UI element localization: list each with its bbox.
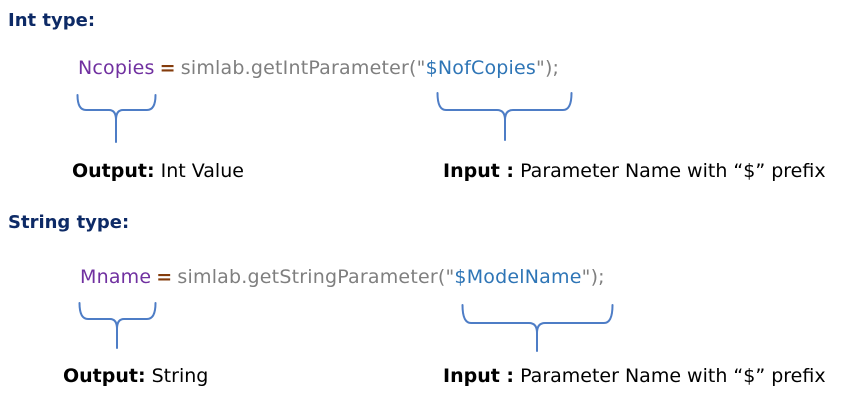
output-value: String <box>145 365 209 387</box>
input-label: Input : <box>443 160 515 182</box>
horizontal-curly-brace-icon <box>76 94 157 143</box>
code-call-prefix: simlab.getStringParameter(" <box>177 266 455 288</box>
brace-under-input-parameter-int <box>436 92 573 141</box>
horizontal-curly-brace-icon <box>436 92 573 141</box>
code-call-suffix: "); <box>536 57 560 79</box>
code-call-suffix: "); <box>581 266 605 288</box>
section-heading-int-type: Int type: <box>8 10 96 31</box>
output-label: Output: <box>63 365 146 387</box>
code-variable-ncopies: Ncopies <box>78 57 155 79</box>
code-call-prefix: simlab.getIntParameter(" <box>180 57 426 79</box>
code-parameter-modelname: $ModelName <box>454 266 582 288</box>
section-heading-string-type: String type: <box>8 212 130 233</box>
input-value: Parameter Name with “$” prefix <box>514 365 826 387</box>
output-label: Output: <box>72 160 155 182</box>
input-value: Parameter Name with “$” prefix <box>514 160 826 182</box>
brace-under-output-variable-int <box>76 94 157 143</box>
code-line-int: Ncopies=simlab.getIntParameter("$NofCopi… <box>78 57 559 79</box>
assignment-operator: = <box>159 57 176 79</box>
input-annotation-string: Input : Parameter Name with “$” prefix <box>443 365 826 387</box>
brace-under-output-variable-string <box>78 302 157 349</box>
output-annotation-int: Output: Int Value <box>72 160 244 182</box>
horizontal-curly-brace-icon <box>78 302 157 349</box>
input-label: Input : <box>443 365 515 387</box>
output-value: Int Value <box>154 160 244 182</box>
input-annotation-int: Input : Parameter Name with “$” prefix <box>443 160 826 182</box>
assignment-operator: = <box>156 266 173 288</box>
code-parameter-nofcopies: $NofCopies <box>425 57 536 79</box>
horizontal-curly-brace-icon <box>461 304 614 352</box>
brace-under-input-parameter-string <box>461 304 614 352</box>
code-variable-mname: Mname <box>80 266 152 288</box>
code-line-string: Mname=simlab.getStringParameter("$ModelN… <box>80 266 605 288</box>
output-annotation-string: Output: String <box>63 365 208 387</box>
